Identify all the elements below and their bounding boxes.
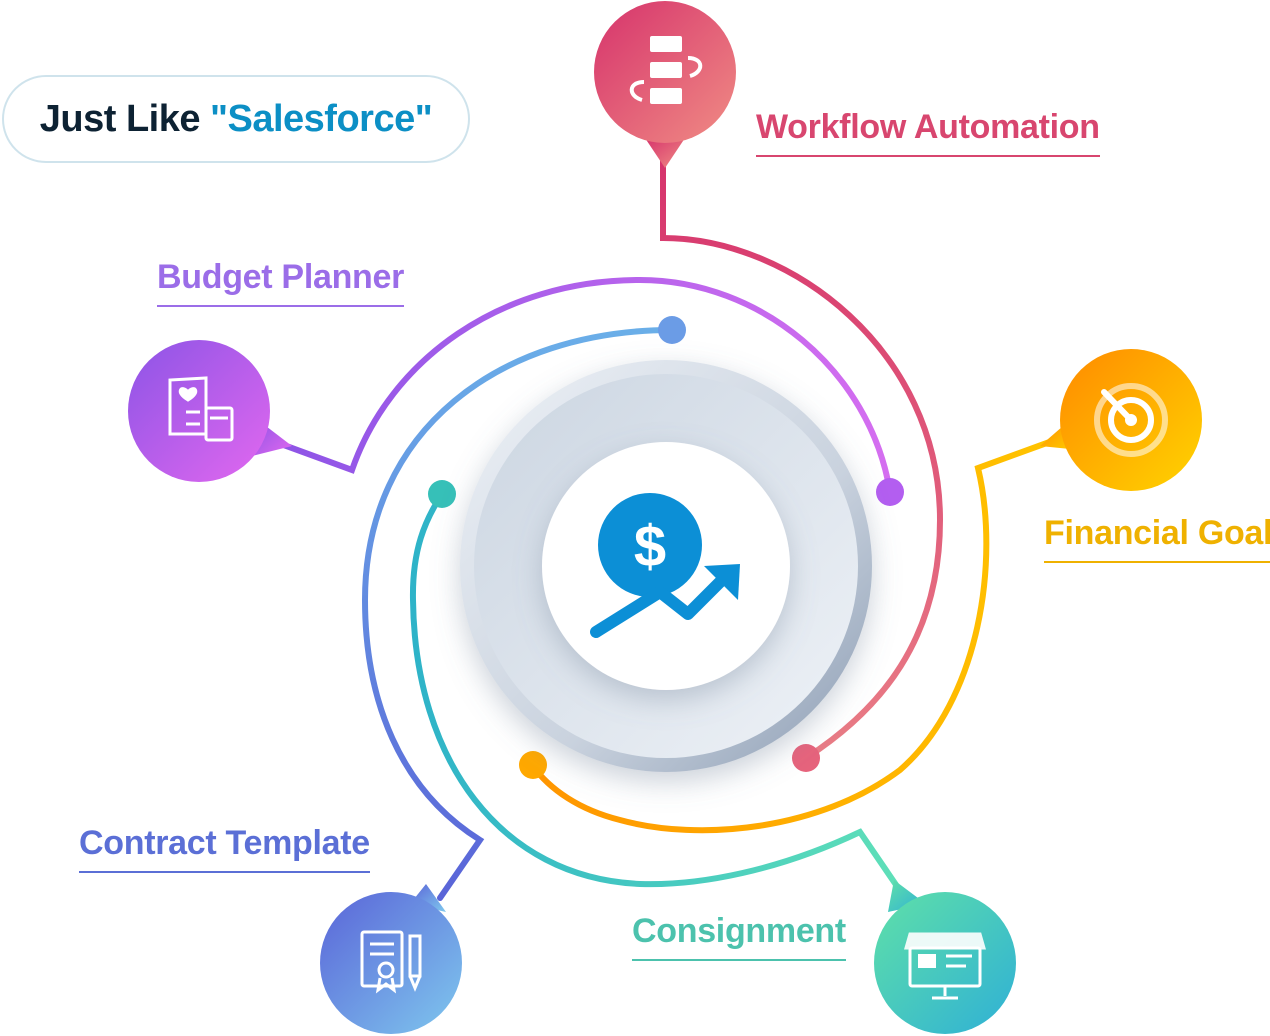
workflow-dot (792, 744, 820, 772)
label-budget-planner: Budget Planner (157, 258, 404, 307)
svg-text:$: $ (634, 514, 666, 579)
contract-connector (361, 327, 675, 901)
contract-dot (658, 316, 686, 344)
label-consignment: Consignment (632, 912, 846, 961)
online-store-icon (904, 932, 986, 1000)
budget-calculator-icon (168, 376, 234, 442)
budget-connector (267, 276, 893, 495)
label-workflow-automation: Workflow Automation (756, 108, 1100, 157)
consign-connector (409, 491, 908, 901)
certificate-document-icon (360, 930, 422, 994)
workflow-connector (660, 157, 944, 761)
node-contract (320, 884, 462, 1034)
node-workflow (594, 1, 736, 168)
badge-highlight: "Salesforce" (209, 97, 433, 140)
salesforce-badge: Just Like "Salesforce" (2, 75, 470, 163)
node-consign (874, 880, 1016, 1034)
consign-dot (428, 480, 456, 508)
dollar-growth-icon: $ (590, 493, 740, 638)
budget-dot (876, 478, 904, 506)
node-financial (1040, 349, 1202, 491)
label-financial-goal: Financial Goal (1044, 514, 1270, 563)
label-contract-template: Contract Template (79, 824, 370, 873)
financial-dot (519, 751, 547, 779)
node-budget (128, 340, 292, 482)
workflow-sync-icon (629, 36, 703, 104)
financial-connector (529, 437, 1058, 834)
badge-prefix: Just Like (39, 97, 201, 140)
target-icon (1094, 383, 1168, 457)
center-hub: $ (460, 360, 872, 772)
